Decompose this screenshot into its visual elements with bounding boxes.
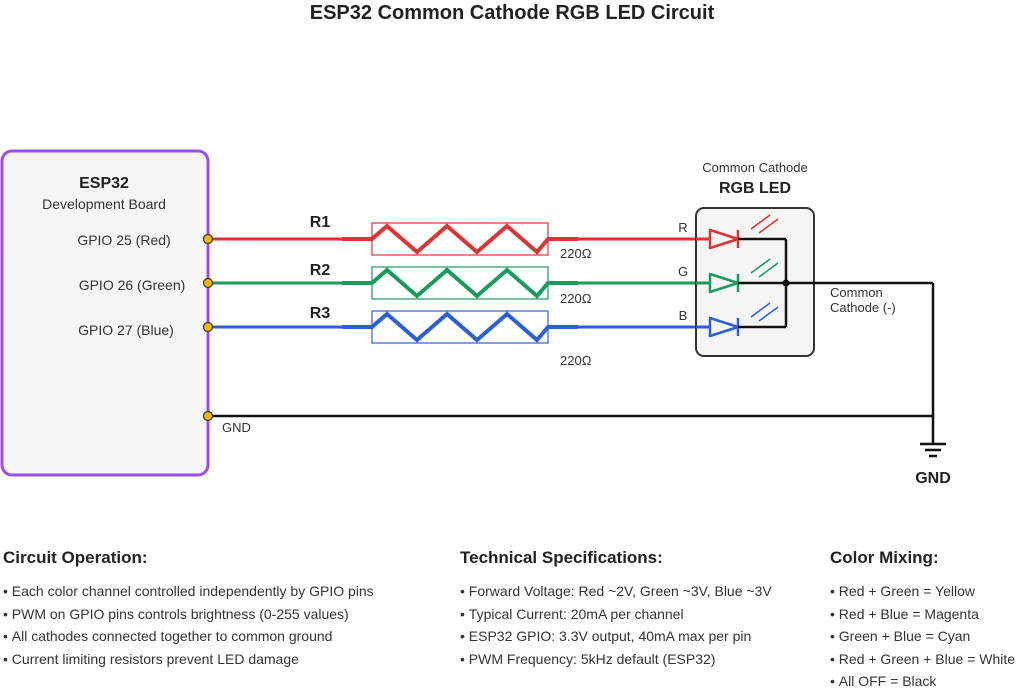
- resistor-r3: [342, 310, 578, 344]
- channel-label-g: G: [678, 264, 688, 279]
- led-diode-blue: [696, 302, 786, 338]
- notes-mixing-heading: Color Mixing:: [830, 548, 939, 567]
- channel-label-b: B: [679, 308, 688, 323]
- list-item: Red + Green + Blue = White: [830, 648, 1015, 671]
- pin-dot-gnd: [202, 410, 214, 422]
- resistor-r1: [342, 222, 578, 256]
- circuit-diagram: ESP32 Common Cathode RGB LED Circuit ESP…: [0, 2, 951, 487]
- pin-dot-gpio27: [202, 321, 214, 333]
- list-item: All cathodes connected together to commo…: [3, 625, 374, 648]
- notes-circuit-operation: Circuit Operation: Each color channel co…: [3, 548, 374, 670]
- list-item: Forward Voltage: Red ~2V, Green ~3V, Blu…: [460, 580, 772, 603]
- led-diode-green: [696, 258, 786, 294]
- pin-dot-gpio26: [202, 277, 214, 289]
- resistor-r2: [342, 266, 578, 300]
- cathode-label-line1: Common: [830, 285, 883, 300]
- notes-specs-list: Forward Voltage: Red ~2V, Green ~3V, Blu…: [460, 580, 772, 670]
- list-item: Typical Current: 20mA per channel: [460, 603, 772, 626]
- list-item: All OFF = Black: [830, 670, 1015, 693]
- pin-label-gpio26: GPIO 26 (Green): [79, 277, 186, 293]
- list-item: Each color channel controlled independen…: [3, 580, 374, 603]
- list-item: PWM Frequency: 5kHz default (ESP32): [460, 648, 772, 671]
- resistor-r3-value: 220Ω: [560, 353, 592, 368]
- notes-operation-heading: Circuit Operation:: [3, 548, 148, 567]
- list-item: ESP32 GPIO: 3.3V output, 40mA max per pi…: [460, 625, 772, 648]
- list-item: Current limiting resistors prevent LED d…: [3, 648, 374, 671]
- list-item: Green + Blue = Cyan: [830, 625, 1015, 648]
- pin-label-gpio27: GPIO 27 (Blue): [78, 322, 174, 338]
- resistor-r2-name: R2: [310, 262, 331, 279]
- pin-dot-gpio25: [202, 233, 214, 245]
- ground-label: GND: [915, 470, 951, 487]
- cathode-label-line2: Cathode (-): [830, 300, 896, 315]
- resistor-r3-name: R3: [310, 305, 331, 322]
- led-diode-red: [696, 214, 786, 250]
- pin-label-gpio25: GPIO 25 (Red): [77, 232, 170, 248]
- resistor-r1-value: 220Ω: [560, 246, 592, 261]
- board-subtitle: Development Board: [42, 196, 166, 212]
- board-gnd-label: GND: [222, 420, 251, 435]
- resistor-r1-name: R1: [310, 214, 331, 231]
- led-title: RGB LED: [719, 180, 791, 197]
- list-item: PWM on GPIO pins controls brightness (0-…: [3, 603, 374, 626]
- notes-operation-list: Each color channel controlled independen…: [3, 580, 374, 670]
- channel-label-r: R: [678, 220, 687, 235]
- list-item: Red + Green = Yellow: [830, 580, 1015, 603]
- esp32-board: [0, 149, 210, 477]
- notes-specs-heading: Technical Specifications:: [460, 548, 663, 567]
- resistor-r2-value: 220Ω: [560, 291, 592, 306]
- led-caption: Common Cathode: [702, 160, 808, 175]
- notes-color-mixing: Color Mixing: Red + Green = Yellow Red +…: [830, 548, 1015, 693]
- board-name: ESP32: [79, 175, 129, 192]
- list-item: Red + Blue = Magenta: [830, 603, 1015, 626]
- notes-mixing-list: Red + Green = Yellow Red + Blue = Magent…: [830, 580, 1015, 693]
- ground-symbol-icon: [920, 442, 946, 458]
- notes-technical-specifications: Technical Specifications: Forward Voltag…: [460, 548, 772, 670]
- cathode-junction-dot: [782, 279, 790, 287]
- diagram-title: ESP32 Common Cathode RGB LED Circuit: [310, 2, 715, 24]
